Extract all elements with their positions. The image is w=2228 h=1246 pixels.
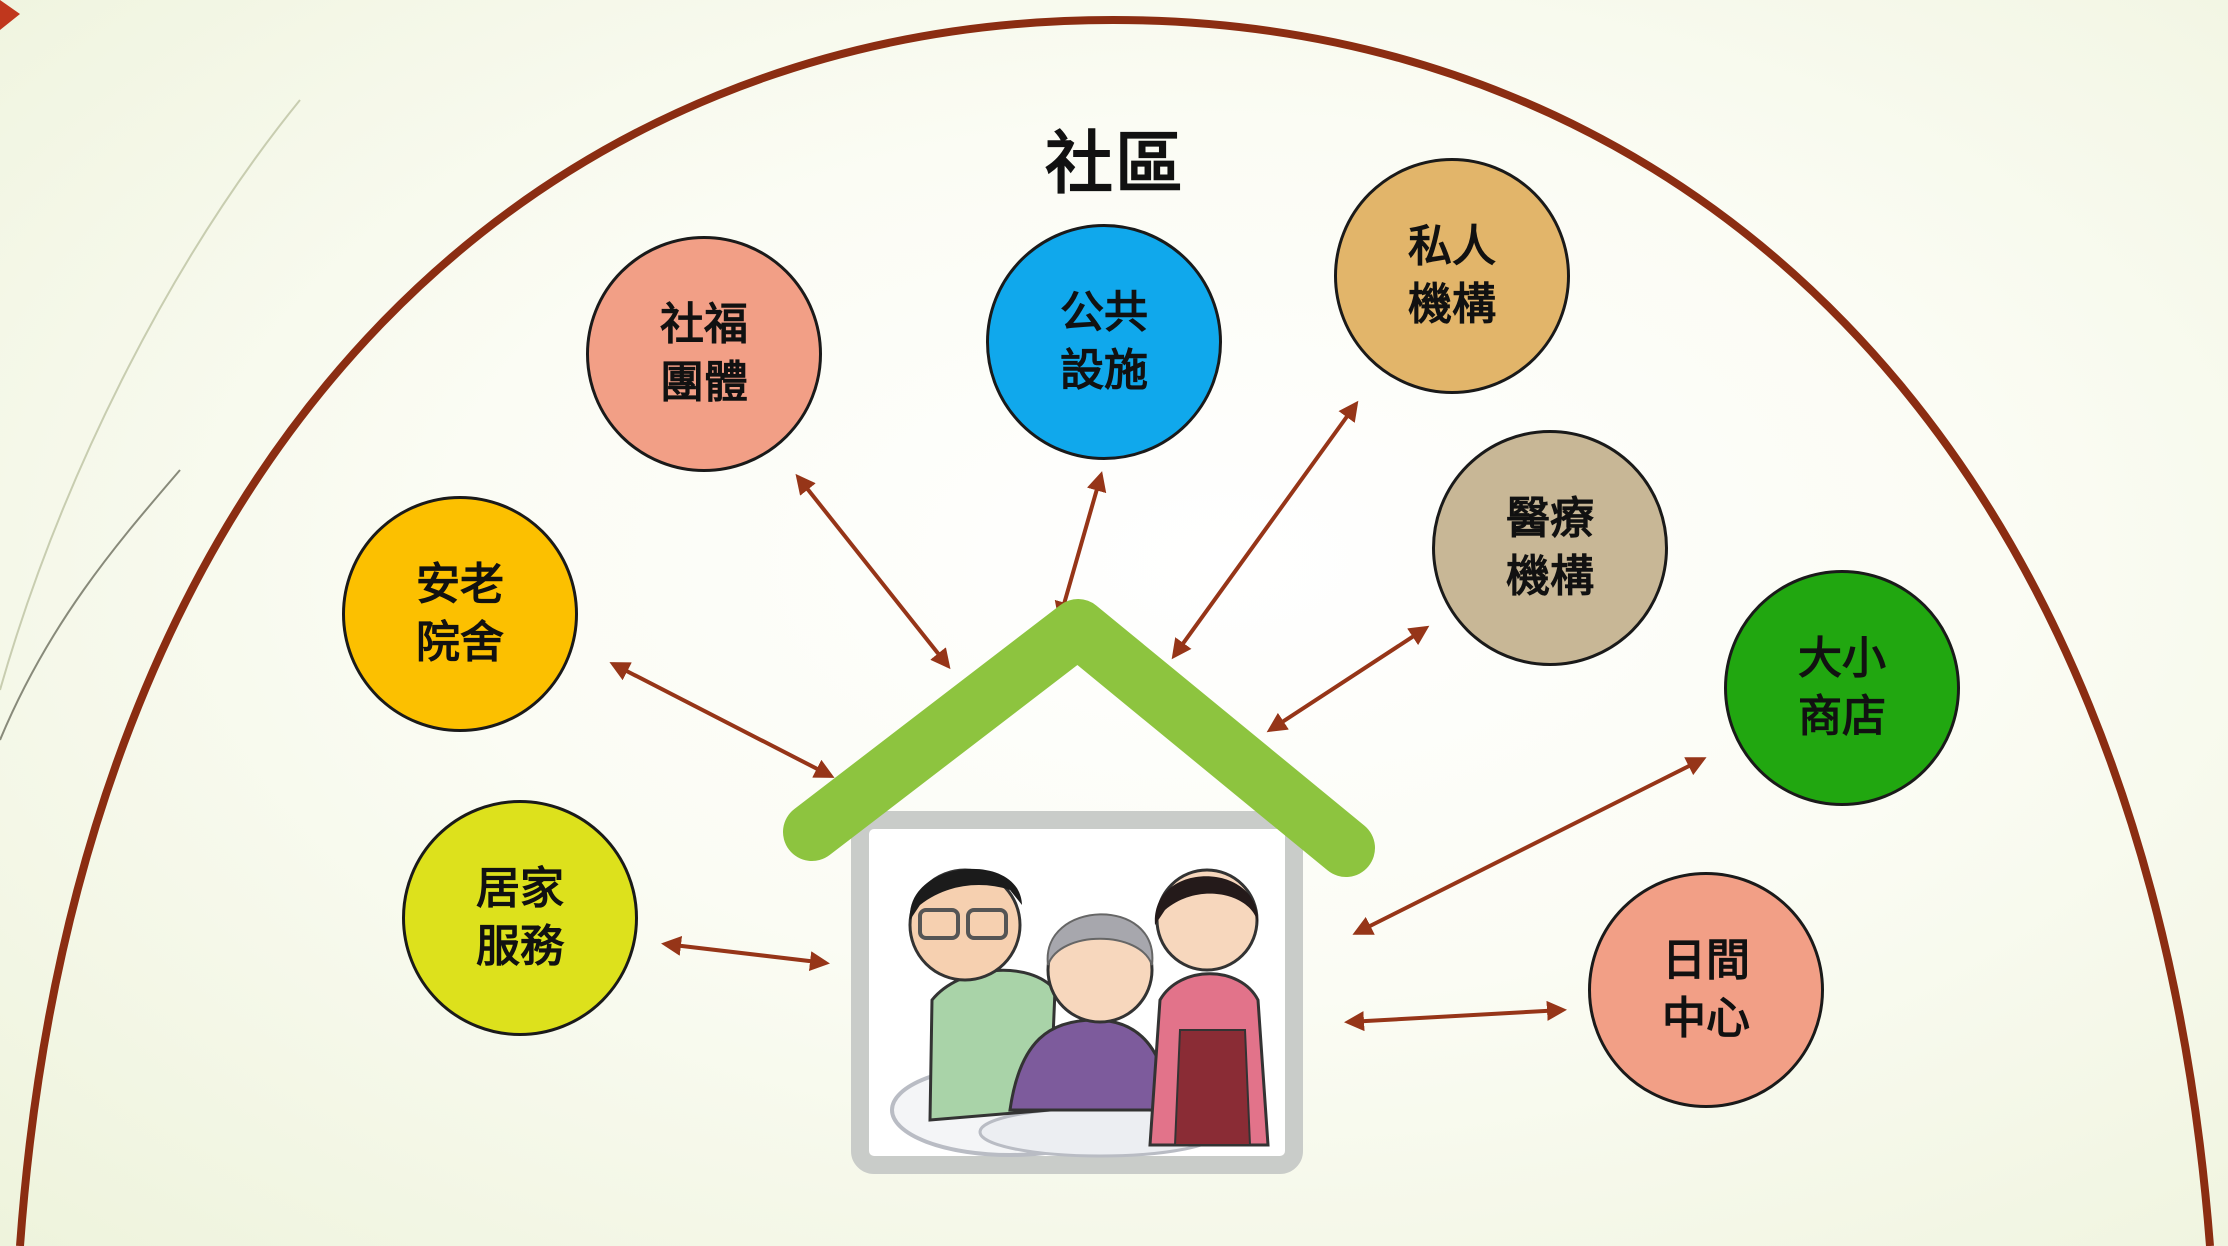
corner-marker — [0, 0, 20, 30]
arrow-shops — [1352, 757, 1707, 935]
node-public-facilities: 公共 設施 — [986, 224, 1222, 460]
diagram-title: 社區 — [1044, 125, 1185, 204]
decor-line — [0, 99, 301, 691]
node-social-welfare: 社福 團體 — [586, 236, 822, 472]
node-day-centre: 日間 中心 — [1588, 872, 1824, 1108]
arrow-private-institutions — [1171, 400, 1359, 660]
node-label-line: 安老 — [416, 559, 504, 610]
arrow-social-welfare — [795, 473, 951, 670]
decor-line — [0, 469, 181, 741]
node-label-line: 私人 — [1408, 221, 1496, 272]
node-home-services: 居家 服務 — [402, 800, 638, 1036]
connector-arrows — [609, 400, 1707, 1032]
node-label-line: 中心 — [1662, 993, 1750, 1044]
node-label-line: 日間 — [1662, 935, 1750, 986]
node-shops: 大小 商店 — [1724, 570, 1960, 806]
node-elderly-home: 安老 院舍 — [342, 496, 578, 732]
community-dome — [16, 15, 2214, 1246]
node-label-line: 院舍 — [416, 617, 504, 668]
node-label-line: 社福 — [660, 299, 748, 350]
arrow-home-services — [661, 935, 830, 972]
node-label-line: 設施 — [1060, 345, 1148, 396]
node-label-line: 團體 — [660, 357, 748, 408]
node-label-line: 居家 — [476, 863, 564, 914]
caregiver-woman — [1148, 868, 1270, 1147]
node-label-line: 大小 — [1798, 633, 1886, 684]
node-medical-institutions: 醫療 機構 — [1432, 430, 1668, 666]
node-label-line: 醫療 — [1506, 493, 1594, 544]
node-label-line: 公共 — [1060, 287, 1148, 338]
node-label-line: 商店 — [1798, 691, 1886, 742]
arrow-elderly-home — [609, 662, 835, 778]
arrow-day-centre — [1344, 1000, 1567, 1032]
node-label-line: 機構 — [1506, 551, 1594, 602]
house-icon — [783, 599, 1375, 1174]
node-label-line: 服務 — [476, 921, 564, 972]
elderly-person — [1008, 913, 1172, 1112]
node-private-institutions: 私人 機構 — [1334, 158, 1570, 394]
arrow-public-facilities — [1054, 471, 1107, 622]
node-label-line: 機構 — [1408, 279, 1496, 330]
arrow-medical-institutions — [1266, 625, 1430, 733]
